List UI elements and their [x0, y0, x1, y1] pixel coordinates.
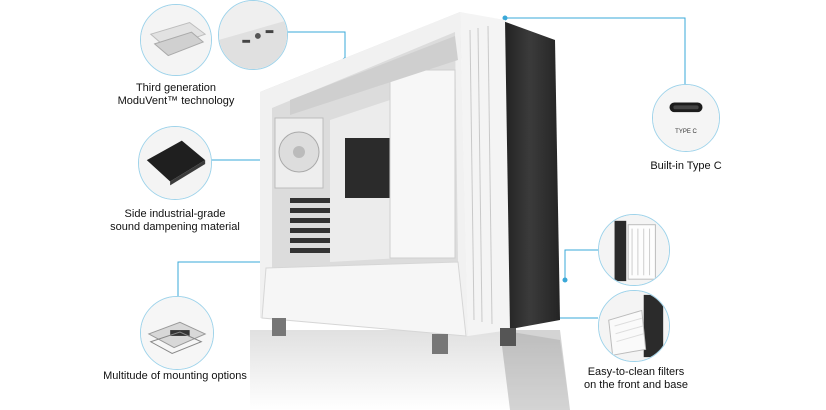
- moduvent-label: Third generation ModuVent™ technology: [96, 82, 256, 108]
- moduvent-label-line1: Third generation: [135, 82, 217, 94]
- moduvent-top-panel-image: [140, 4, 212, 76]
- sound-dampening-label: Side industrial-grade sound dampening ma…: [90, 208, 260, 234]
- base-filter-image: [598, 290, 670, 362]
- type-c-port-text: TYPE C: [675, 129, 697, 135]
- top-io-panel-image: [218, 0, 288, 70]
- filters-label-line2: on the front and base: [584, 379, 688, 391]
- mounting-options-label: Multitude of mounting options: [103, 370, 247, 382]
- filters-label-line1: Easy-to-clean filters: [587, 366, 685, 378]
- sound-dampening-material-image: [138, 126, 212, 200]
- front-filter-image: [598, 214, 670, 286]
- sound-dampening-label-line1: Side industrial-grade: [124, 208, 226, 220]
- sound-dampening-label-line2: sound dampening material: [110, 221, 240, 233]
- moduvent-label-line2: ModuVent™ technology: [117, 95, 235, 107]
- type-c-port-image: [652, 84, 720, 152]
- filters-label: Easy-to-clean filters on the front and b…: [566, 366, 706, 392]
- mounting-options-image: [140, 296, 214, 370]
- type-c-label: Built-in Type C: [650, 160, 722, 172]
